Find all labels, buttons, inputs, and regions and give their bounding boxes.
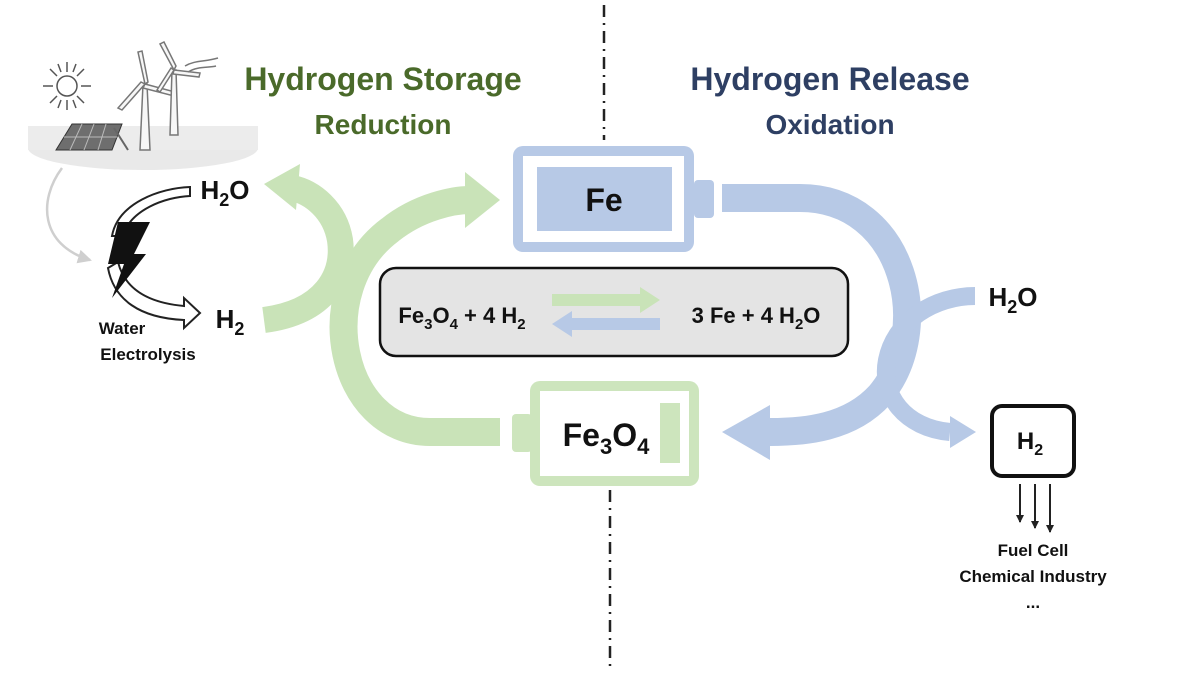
- oxidation-loop-arrow: [722, 184, 921, 460]
- reaction-right-side: 3 Fe + 4 H2O: [692, 303, 821, 333]
- sun-icon: [43, 62, 91, 110]
- use-fuel-cell: Fuel Cell: [998, 541, 1069, 560]
- electrolysis-label-line2: Electrolysis: [100, 345, 195, 364]
- use-chemical-industry: Chemical Industry: [959, 567, 1107, 586]
- storage-subtitle: Reduction: [315, 109, 452, 140]
- h2-product-label: H2: [1017, 428, 1043, 459]
- solar-panel-icon: [55, 123, 129, 151]
- release-h2o: H2O: [988, 282, 1037, 317]
- renewable-energy-group: [28, 40, 258, 170]
- electrolysis-label-line1: Water: [99, 319, 146, 338]
- power-flow-arrow: [45, 167, 92, 264]
- fe-label: Fe: [585, 182, 622, 218]
- electrolysis-h2: H2: [216, 304, 245, 339]
- storage-title: Hydrogen Storage: [244, 61, 521, 97]
- reduction-loop-arrow: [329, 172, 500, 446]
- wind-turbine-icon: [116, 40, 219, 151]
- fe3o4-battery: Fe3O4: [512, 381, 699, 486]
- h2o-input-arrow: [876, 287, 976, 448]
- h2-product-box: H2: [990, 404, 1076, 478]
- reverse-arrow: [552, 311, 660, 337]
- release-subtitle: Oxidation: [765, 109, 894, 140]
- lightning-bolt-icon: [108, 222, 150, 298]
- fe3o4-label: Fe3O4: [563, 417, 650, 459]
- electrolysis-h2o: H2O: [200, 175, 249, 210]
- h2-output-arrows: [1016, 484, 1054, 533]
- fe-battery: Fe: [513, 146, 714, 252]
- forward-arrow: [552, 287, 660, 313]
- h2-input-arrow: [261, 164, 354, 333]
- reaction-box: Fe3O4 + 4 H2 3 Fe + 4 H2O: [378, 266, 850, 358]
- use-ellipsis: ...: [1026, 593, 1040, 612]
- electrolysis-cycle: [106, 185, 202, 331]
- reaction-left-side: Fe3O4 + 4 H2: [398, 303, 525, 333]
- release-title: Hydrogen Release: [690, 61, 969, 97]
